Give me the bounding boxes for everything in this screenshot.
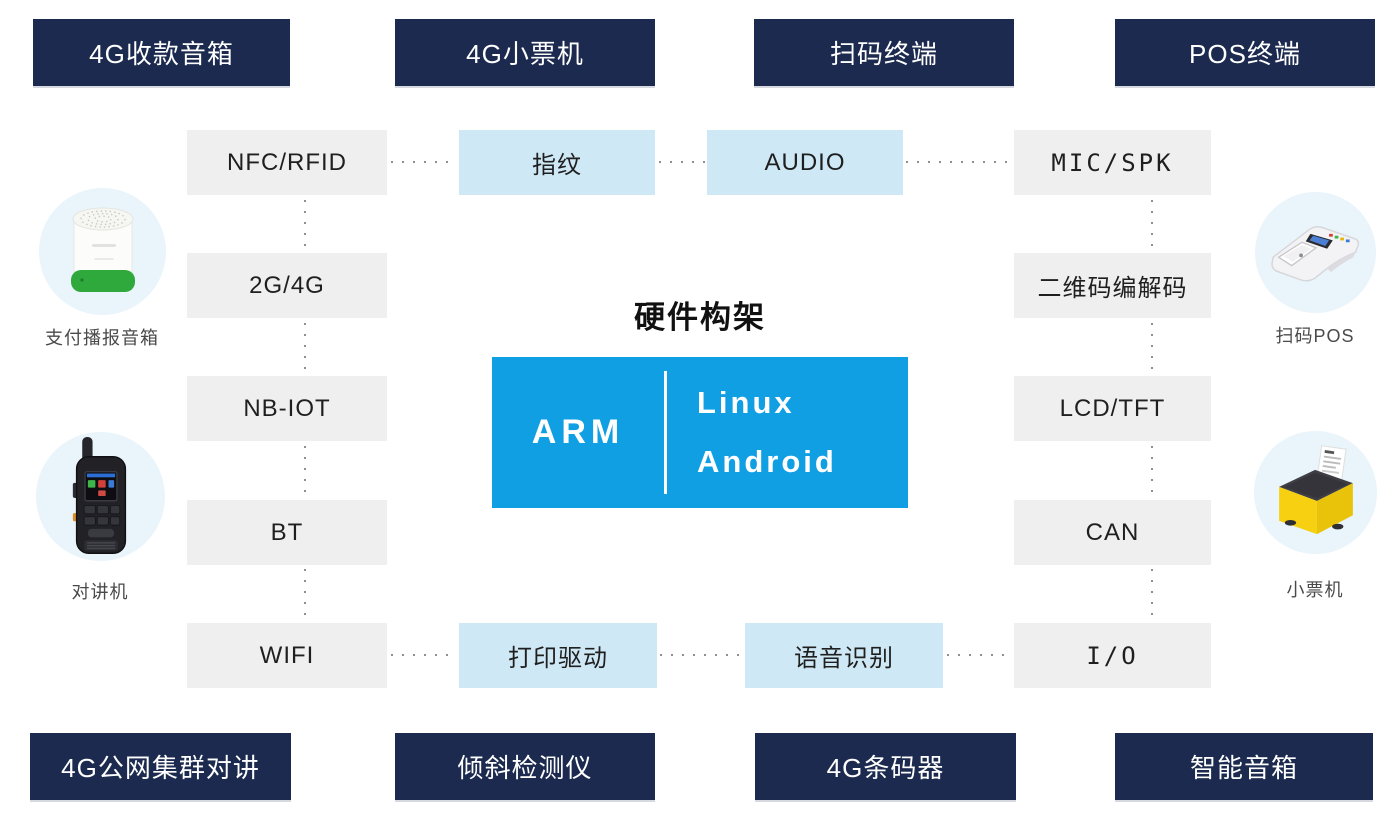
connector-dots: [659, 161, 705, 163]
connector-dots: [304, 569, 306, 619]
interface-label: 二维码编解码: [1037, 275, 1188, 302]
terminal-label: 4G公网集群对讲: [61, 753, 260, 783]
interface-qr-codec: 二维码编解码: [1014, 253, 1211, 318]
receipt-printer-illustration: [1278, 444, 1353, 534]
payment-speaker-illustration: [70, 207, 135, 292]
connector-dots: [304, 446, 306, 496]
interface-bt: BT: [187, 500, 387, 565]
terminal-smart-speaker: 智能音箱: [1115, 733, 1373, 800]
interface-label: LCD/TFT: [1059, 394, 1166, 422]
device-label-scan-pos: 扫码POS: [1275, 326, 1355, 346]
terminal-pos: POS终端: [1115, 19, 1375, 86]
terminal-4g-receipt-printer: 4G小票机: [395, 19, 655, 86]
intercom-illustration: [72, 436, 126, 554]
os-cell: Linux Android: [667, 357, 908, 508]
interface-label: BT: [270, 518, 304, 546]
interface-can: CAN: [1014, 500, 1211, 565]
chip-divider: [664, 371, 667, 494]
connector-dots: [660, 654, 742, 656]
diagram-title: 硬件构架: [634, 300, 766, 335]
payment-speaker-photo-circle: [39, 188, 166, 315]
os-label-android: Android: [697, 444, 837, 480]
connector-dots: [391, 654, 455, 656]
receipt-printer-photo-circle: [1254, 431, 1377, 554]
interface-label: NFC/RFID: [227, 148, 347, 176]
device-label-receipt-printer: 小票机: [1286, 580, 1344, 600]
interface-lcd-tft: LCD/TFT: [1014, 376, 1211, 441]
interface-label: WIFI: [259, 641, 315, 669]
module-voice-recognition: 语音识别: [745, 623, 943, 688]
terminal-label: 倾斜检测仪: [457, 753, 593, 783]
module-print-driver: 打印驱动: [459, 623, 657, 688]
connector-dots: [304, 323, 306, 372]
terminal-label: 4G小票机: [466, 39, 584, 69]
connector-dots: [1151, 323, 1153, 372]
connector-dots: [906, 161, 1011, 163]
terminal-4g-barcode: 4G条码器: [755, 733, 1016, 800]
terminal-scan-code: 扫码终端: [754, 19, 1014, 86]
interface-label: CAN: [1085, 518, 1140, 546]
device-label-payment-speaker: 支付播报音箱: [45, 328, 159, 348]
scan-pos-photo-circle: [1255, 192, 1376, 313]
cpu-label: ARM: [531, 413, 625, 451]
module-label: 打印驱动: [508, 645, 608, 672]
module-audio: AUDIO: [707, 130, 903, 195]
terminal-4g-payment-speaker: 4G收款音箱: [33, 19, 290, 86]
connector-dots: [1151, 446, 1153, 496]
terminal-label: 智能音箱: [1189, 753, 1298, 783]
interface-label: NB-IOT: [243, 394, 331, 422]
cpu-cell: ARM: [492, 357, 664, 508]
interface-mic-spk: MIC/SPK: [1014, 130, 1211, 195]
interface-wifi: WIFI: [187, 623, 387, 688]
interface-nfc-rfid: NFC/RFID: [187, 130, 387, 195]
terminal-tilt-detector: 倾斜检测仪: [395, 733, 655, 800]
terminal-label: 4G收款音箱: [89, 39, 234, 69]
interface-label: I/O: [1086, 641, 1139, 670]
interface-2g-4g: 2G/4G: [187, 253, 387, 318]
module-label: 语音识别: [794, 645, 894, 672]
interface-label: MIC/SPK: [1051, 148, 1174, 177]
interface-io: I/O: [1014, 623, 1211, 688]
terminal-label: 扫码终端: [829, 39, 938, 69]
intercom-photo-circle: [36, 432, 165, 561]
terminal-label: POS终端: [1189, 39, 1301, 69]
connector-dots: [304, 200, 306, 249]
module-label: AUDIO: [764, 148, 846, 176]
interface-nb-iot: NB-IOT: [187, 376, 387, 441]
device-label-intercom: 对讲机: [71, 582, 129, 602]
connector-dots: [947, 654, 1011, 656]
interface-label: 2G/4G: [249, 271, 325, 299]
terminal-label: 4G条码器: [826, 753, 945, 783]
scan-pos-illustration: [1270, 225, 1359, 281]
terminal-4g-cluster-intercom: 4G公网集群对讲: [30, 733, 291, 800]
module-label: 指纹: [532, 152, 582, 179]
module-fingerprint: 指纹: [459, 130, 655, 195]
os-label-linux: Linux: [697, 384, 795, 420]
connector-dots: [1151, 200, 1153, 249]
hardware-platform-box: ARM Linux Android: [492, 357, 908, 508]
connector-dots: [1151, 569, 1153, 619]
connector-dots: [391, 161, 455, 163]
